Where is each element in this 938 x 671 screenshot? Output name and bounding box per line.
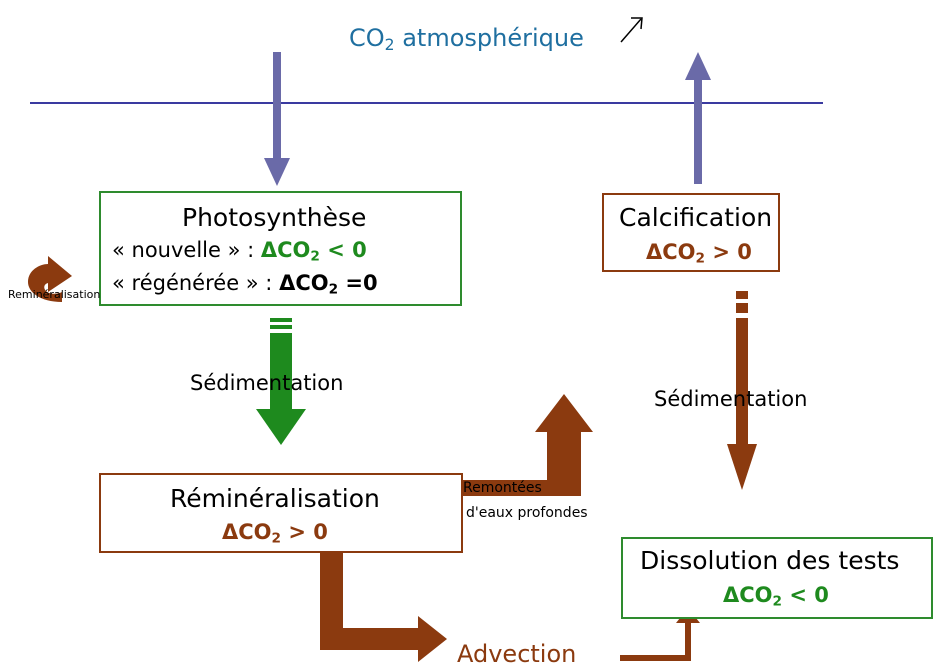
photosynthesis-regenerated-rel: =0 bbox=[338, 271, 378, 295]
remineralisation-box bbox=[99, 473, 463, 553]
dissolution-box bbox=[621, 537, 933, 619]
calcification-rel: > 0 bbox=[705, 240, 752, 264]
atmospheric-co2-subscript: 2 bbox=[384, 35, 395, 54]
dissolution-eq: ΔCO2 < 0 bbox=[723, 583, 829, 609]
photosynthesis-regenerated-sub: 2 bbox=[328, 281, 339, 298]
sedimentation-left-label: Sédimentation bbox=[190, 371, 344, 395]
photosynthesis-new-text: « nouvelle » : bbox=[112, 238, 261, 262]
advection-to-dissolution-arrow bbox=[620, 608, 700, 661]
sedimentation-right-label: Sédimentation bbox=[654, 387, 808, 411]
photosynthesis-title: Photosynthèse bbox=[182, 203, 367, 232]
photosynthesis-new-delta: ΔCO bbox=[260, 238, 311, 262]
upwelling-label-line2: d'eaux profondes bbox=[466, 505, 588, 521]
remineralisation-loop-icon bbox=[28, 256, 72, 302]
remineralisation-eq: ΔCO2 > 0 bbox=[222, 520, 328, 546]
calcification-title: Calcification bbox=[619, 203, 773, 232]
advection-arrow bbox=[320, 551, 447, 662]
calcification-sub: 2 bbox=[695, 250, 706, 267]
photosynthesis-regenerated-line: « régénérée » : ΔCO2 =0 bbox=[112, 271, 378, 297]
photosynthesis-new-line: « nouvelle » : ΔCO2 < 0 bbox=[112, 238, 367, 264]
co2-uptake-arrow bbox=[264, 52, 290, 186]
remineralisation-loop-label: Reminéralisation bbox=[8, 288, 101, 301]
arrow-up-right-icon bbox=[620, 17, 643, 43]
dissolution-delta: ΔCO bbox=[723, 583, 773, 607]
calcification-eq: ΔCO2 > 0 bbox=[646, 240, 752, 266]
photosynthesis-box bbox=[99, 191, 462, 306]
photosynthesis-new-sub: 2 bbox=[310, 248, 320, 265]
organic-sedimentation-arrow bbox=[256, 318, 306, 445]
atmospheric-co2-label: CO2 atmosphérique bbox=[349, 24, 584, 54]
photosynthesis-regenerated-text: « régénérée » : bbox=[112, 271, 280, 295]
dissolution-rel: < 0 bbox=[782, 583, 829, 607]
remineralisation-rel: > 0 bbox=[281, 520, 328, 544]
photosynthesis-regenerated-delta: ΔCO bbox=[279, 271, 329, 295]
calcification-delta: ΔCO bbox=[646, 240, 696, 264]
photosynthesis-new-rel: < 0 bbox=[319, 238, 367, 262]
advection-label: Advection bbox=[457, 640, 577, 668]
remineralisation-title: Réminéralisation bbox=[170, 484, 380, 513]
carbonate-sedimentation-arrow bbox=[727, 291, 757, 490]
atmospheric-co2-prefix: CO bbox=[349, 24, 385, 52]
upwelling-label-line1: Remontées bbox=[463, 480, 542, 496]
upwelling-arrow bbox=[456, 394, 593, 496]
photosynthesis-new-eq: ΔCO2 < 0 bbox=[260, 238, 367, 265]
calcification-box bbox=[602, 193, 780, 272]
remineralisation-sub: 2 bbox=[271, 530, 282, 547]
dissolution-sub: 2 bbox=[772, 593, 783, 610]
atmospheric-co2-suffix: atmosphérique bbox=[394, 24, 584, 52]
photosynthesis-regenerated-eq: ΔCO2 =0 bbox=[279, 271, 378, 298]
remineralisation-delta: ΔCO bbox=[222, 520, 272, 544]
dissolution-title: Dissolution des tests bbox=[640, 546, 900, 575]
co2-release-arrow bbox=[685, 52, 711, 184]
